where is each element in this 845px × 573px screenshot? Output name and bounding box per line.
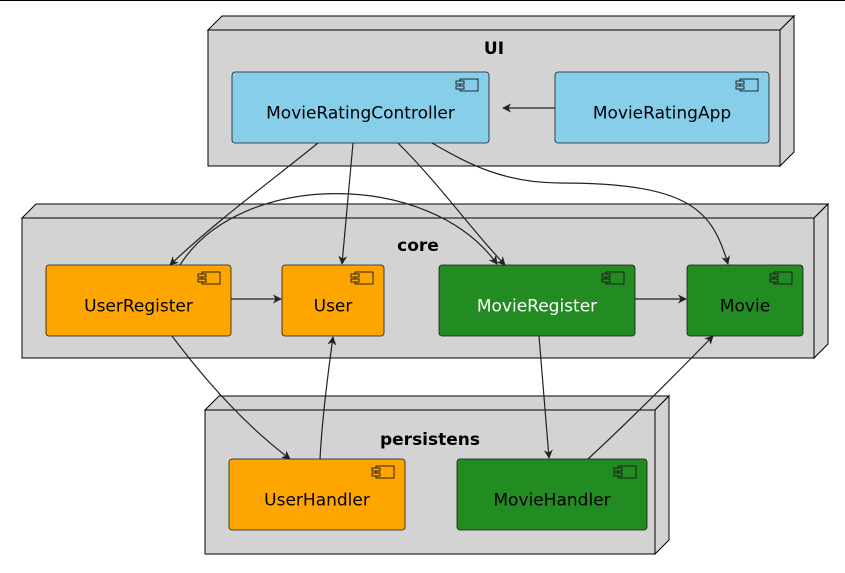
component-icon xyxy=(601,271,625,285)
component-icon xyxy=(613,465,637,479)
top-rule xyxy=(0,0,845,1)
component-MovieHandler[interactable]: MovieHandler xyxy=(456,458,648,531)
node-side-face xyxy=(813,202,829,360)
component-label: UserHandler xyxy=(264,491,370,511)
component-box xyxy=(45,264,232,337)
node-top-face xyxy=(20,203,830,219)
node-title: persistens xyxy=(380,430,480,450)
edge-UserRegister-to-UserHandler xyxy=(171,335,291,460)
node-top-face xyxy=(203,395,671,411)
component-box xyxy=(281,264,385,337)
edge-MovieRatingController-to-MovieRegister xyxy=(397,142,506,266)
node-title: UI xyxy=(484,39,504,59)
edge-MovieHandler-to-Movie xyxy=(587,335,714,460)
component-icon xyxy=(197,271,221,285)
component-label: UserRegister xyxy=(84,297,193,317)
component-MovieRegister[interactable]: MovieRegister xyxy=(438,264,636,337)
edge-UserHandler-to-User xyxy=(319,336,337,460)
node-side-face xyxy=(654,394,670,556)
component-icon xyxy=(769,271,793,285)
component-Movie[interactable]: Movie xyxy=(686,264,804,337)
component-box xyxy=(438,264,636,337)
component-label: MovieHandler xyxy=(493,491,610,511)
component-icon xyxy=(455,78,479,92)
edge-MovieRatingController-to-Movie xyxy=(431,142,731,265)
component-label: MovieRatingController xyxy=(266,104,455,124)
component-label: MovieRegister xyxy=(477,297,597,317)
component-box xyxy=(231,71,490,144)
edge-UserRegister-to-MovieRegister xyxy=(179,193,498,266)
edge-MovieRatingController-to-UserRegister xyxy=(169,142,319,266)
component-User[interactable]: User xyxy=(281,264,385,337)
node-top-face xyxy=(206,15,796,31)
component-icon xyxy=(735,78,759,92)
edge-MovieRegister-to-MovieHandler xyxy=(538,335,553,459)
component-box xyxy=(228,458,406,531)
component-label: Movie xyxy=(720,297,770,317)
component-icon xyxy=(350,271,374,285)
component-box xyxy=(554,71,770,144)
component-icon xyxy=(371,465,395,479)
component-box xyxy=(456,458,648,531)
component-label: User xyxy=(314,297,353,317)
component-MovieRatingController[interactable]: MovieRatingController xyxy=(231,71,490,144)
node-title: core xyxy=(397,236,439,256)
component-UserRegister[interactable]: UserRegister xyxy=(45,264,232,337)
node-side-face xyxy=(779,14,795,168)
component-UserHandler[interactable]: UserHandler xyxy=(228,458,406,531)
component-MovieRatingApp[interactable]: MovieRatingApp xyxy=(554,71,770,144)
edge-MovieRatingController-to-User xyxy=(338,142,354,265)
component-label: MovieRatingApp xyxy=(593,104,731,124)
